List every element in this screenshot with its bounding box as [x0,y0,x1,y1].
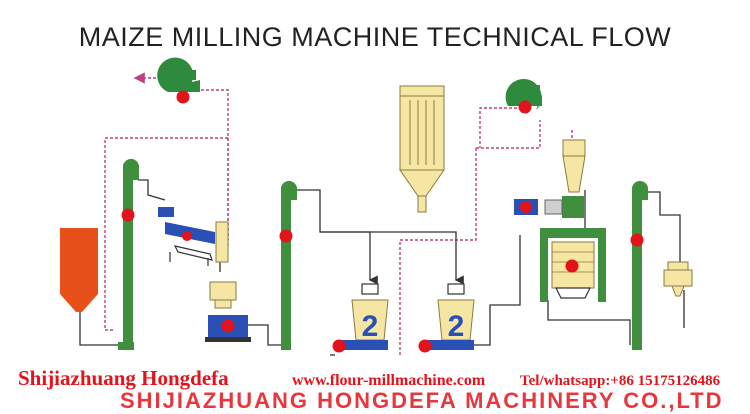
contact-phone: Tel/whatsapp:+86 15175126486 [520,373,721,389]
packing-machine-icon [663,261,693,297]
cut-off-banner: SHIJIAZHUANG HONGDEFA MACHINERY CO.,LTD [120,388,724,413]
flour-mill-icon: 2 [418,283,475,353]
fan-icon [157,57,200,104]
flour-mill-icon: 2 [332,283,389,353]
feed-lines [79,179,685,356]
peeling-machine-icon [205,315,251,342]
diagram-title: MAIZE MILLING MACHINE TECHNICAL FLOW [78,22,672,52]
diagram-canvas: 2 2 [60,57,693,356]
bucket-elevator-icon [630,180,648,350]
bucket-elevator-icon [279,180,297,350]
bucket-elevator-icon [118,158,139,350]
company-name: Shijiazhuang Hongdefa [18,366,229,390]
flow-diagram: 2 2 [60,57,693,356]
raw-material-bin-icon [60,228,98,312]
svg-text:2: 2 [448,310,465,343]
pulse-dust-collector-icon [399,85,445,213]
svg-text:2: 2 [362,310,379,343]
screen-cleaner-icon [158,207,229,266]
fan-icon [505,78,542,114]
cyclone-icon [514,139,586,218]
destoner-icon [209,281,237,309]
website-link[interactable]: www.flour-millmachine.com [292,372,486,389]
air-lines [104,72,573,355]
sifter-icon [540,228,606,302]
